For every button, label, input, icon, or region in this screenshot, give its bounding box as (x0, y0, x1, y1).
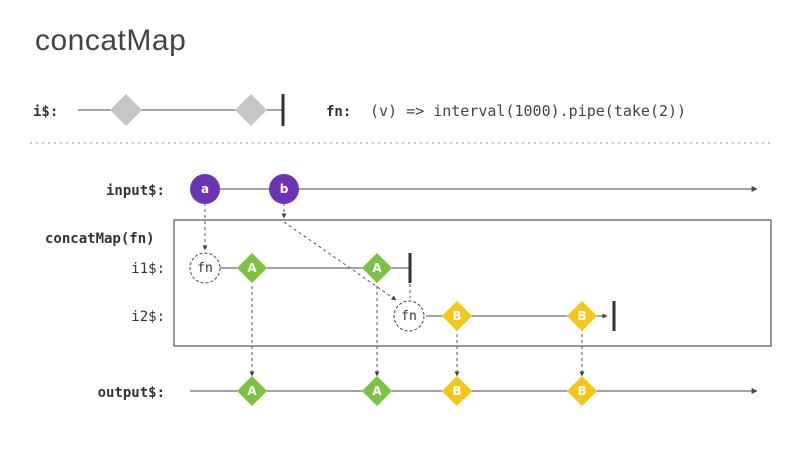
page-title: concatMap (35, 24, 186, 57)
svg-text:A: A (372, 384, 382, 398)
inner2-label: i2$: (131, 309, 165, 325)
inner2-marker-2: B (567, 301, 597, 331)
svg-text:A: A (247, 261, 257, 275)
legend-marker-2 (235, 94, 267, 126)
inner1-marker-1: A (237, 253, 267, 283)
svg-text:fn: fn (197, 261, 213, 276)
svg-text:fn: fn (401, 309, 417, 324)
legend-timeline (78, 94, 285, 126)
svg-text:B: B (452, 309, 461, 323)
svg-text:A: A (247, 384, 257, 398)
fn-code: (v) => interval(1000).pipe(take(2)) (370, 102, 686, 120)
output-marker-1: A (237, 376, 267, 406)
svg-text:B: B (577, 309, 586, 323)
legend-label: i$: (33, 104, 58, 120)
svg-text:a: a (201, 182, 209, 196)
fn-label: fn: (326, 104, 351, 120)
output-marker-4: B (567, 376, 597, 406)
operator-label: concatMap(fn) (45, 231, 155, 247)
output-marker-2: A (362, 376, 392, 406)
input-marker-b: b (269, 174, 299, 204)
svg-text:B: B (452, 384, 461, 398)
operator-box (173, 219, 772, 347)
output-label: output$: (98, 385, 165, 401)
legend-marker-1 (110, 94, 142, 126)
output-marker-3: B (442, 376, 472, 406)
inner1-fn-node: fn (189, 252, 221, 284)
input-marker-a: a (190, 174, 220, 204)
connectors (202, 203, 585, 377)
svg-text:A: A (372, 261, 382, 275)
input-label: input$: (106, 183, 165, 199)
svg-text:B: B (577, 384, 586, 398)
inner1-marker-2: A (362, 253, 392, 283)
connector-b-to-fn (283, 221, 397, 301)
inner2-marker-1: B (442, 301, 472, 331)
inner2-fn-node: fn (393, 300, 425, 332)
inner1-label: i1$: (131, 261, 165, 277)
svg-text:b: b (280, 182, 289, 196)
